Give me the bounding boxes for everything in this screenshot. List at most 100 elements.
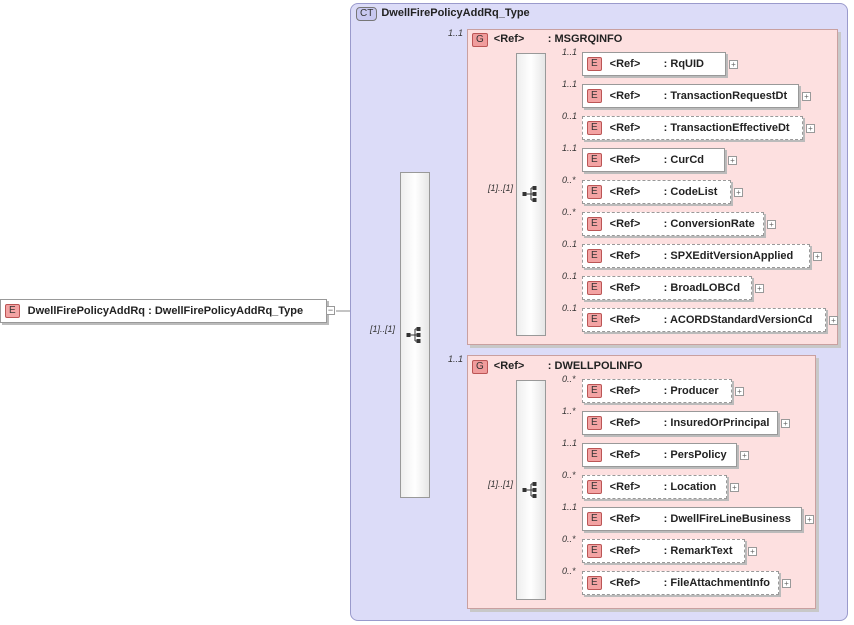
root-element-type: : DwellFirePolicyAddRq_Type [148,305,304,317]
element-cardinality: 0..* [562,470,576,480]
element-tag: E [587,448,602,462]
element-name: : PersPolicy [663,449,727,461]
group-ref: <Ref> [493,360,525,372]
element-ref: <Ref> [609,417,641,429]
element-acordstandardversioncd[interactable]: E<Ref>: ACORDStandardVersionCd [582,308,826,332]
outer-sequence [400,172,430,498]
element-tag: E [587,576,602,590]
element-name: : TransactionRequestDt [663,90,788,102]
expand-icon[interactable]: + [767,220,776,229]
group-title: G<Ref>: DWELLPOLINFO [472,360,643,374]
element-transactionrequestdt[interactable]: E <Ref> : TransactionRequestDt [582,84,799,108]
element-tag: E [5,304,20,318]
element-name: : InsuredOrPrincipal [663,417,770,429]
expand-icon[interactable]: + [781,419,790,428]
element-cardinality: 0..* [562,374,576,384]
element-cardinality: 0..* [562,534,576,544]
element-rquid[interactable]: E <Ref> : RqUID [582,52,726,76]
element-name: : CodeList [663,186,718,198]
root-cardinality: [1]..[1] [370,324,396,334]
element-tag: E [587,416,602,430]
element-name: : Location [663,481,717,493]
element-cardinality: 0..1 [562,303,578,313]
element-remarktext[interactable]: E <Ref> : RemarkText [582,539,745,563]
element-ref: <Ref> [609,545,641,557]
sequence-cardinality: [1]..[1] [488,183,514,193]
group-name: : MSGRQINFO [547,33,623,45]
element-ref: <Ref> [609,90,641,102]
element-tag: E [587,89,602,103]
element-producer[interactable]: E<Ref>: Producer [582,379,732,403]
element-spxeditversionapplied[interactable]: E<Ref>: SPXEditVersionApplied [582,244,810,268]
element-cardinality: 0..* [562,566,576,576]
element-name: : RemarkText [663,545,733,557]
element-name: : TransactionEffectiveDt [663,122,790,134]
element-cardinality: 1..1 [562,438,578,448]
element-perspolicy[interactable]: E <Ref> : PersPolicy [582,443,737,467]
expand-icon[interactable]: + [806,124,815,133]
element-ref: <Ref> [609,385,641,397]
element-ref: <Ref> [609,282,641,294]
element-ref: <Ref> [609,513,641,525]
element-ref: <Ref> [609,122,641,134]
element-name: : DwellFireLineBusiness [663,513,791,525]
element-name: : BroadLOBCd [663,282,741,294]
complex-type-name: DwellFirePolicyAddRq_Type [381,7,530,19]
element-fileattachmentinfo[interactable]: E <Ref> : FileAttachmentInfo [582,571,779,595]
element-curcd[interactable]: E<Ref>: CurCd [582,148,725,172]
element-cardinality: 1..1 [562,79,578,89]
group-ref: <Ref> [493,33,525,45]
element-dwellfirelinebusiness[interactable]: E<Ref>: DwellFireLineBusiness [582,507,802,531]
element-cardinality: 1..1 [562,143,578,153]
element-ref: <Ref> [609,314,641,326]
root-element-name: DwellFirePolicyAddRq [27,305,146,317]
expand-icon[interactable]: + [802,92,811,101]
element-tag: E [587,57,602,71]
element-ref: <Ref> [609,577,641,589]
element-codelist[interactable]: E<Ref>: CodeList [582,180,731,204]
element-transactioneffectivedt[interactable]: E<Ref>: TransactionEffectiveDt [582,116,803,140]
element-name: : RqUID [663,58,704,70]
element-ref: <Ref> [609,250,641,262]
sequence-icon [522,482,537,498]
sequence-icon [522,186,537,202]
group-tag: G [472,360,488,374]
expand-icon[interactable]: + [728,156,737,165]
expand-icon[interactable]: + [729,60,738,69]
expand-icon[interactable]: + [730,483,739,492]
element-conversionrate[interactable]: E<Ref>: ConversionRate [582,212,764,236]
element-name: : FileAttachmentInfo [663,577,771,589]
element-tag: E [587,313,602,327]
sequence-icon [406,327,421,343]
expand-icon[interactable]: + [805,515,814,524]
element-insuredorprincipal[interactable]: E <Ref> : InsuredOrPrincipal [582,411,778,435]
element-cardinality: 0..1 [562,111,578,121]
element-cardinality: 1..1 [562,502,578,512]
element-tag: E [587,480,602,494]
group-sequence [516,53,546,336]
element-ref: <Ref> [609,449,641,461]
expand-icon[interactable]: + [735,387,744,396]
element-cardinality: 0..* [562,175,576,185]
expand-icon[interactable]: + [829,316,838,325]
element-location[interactable]: E<Ref>: Location [582,475,727,499]
element-ref: <Ref> [609,58,641,70]
element-tag: E [587,153,602,167]
expand-icon[interactable]: + [748,547,757,556]
element-name: : CurCd [663,154,704,166]
root-element[interactable]: E DwellFirePolicyAddRq : DwellFirePolicy… [0,299,327,323]
expand-icon[interactable]: + [740,451,749,460]
expand-icon[interactable]: + [782,579,791,588]
expand-icon[interactable]: + [734,188,743,197]
expand-icon[interactable]: + [755,284,764,293]
element-cardinality: 0..1 [562,239,578,249]
expand-icon[interactable]: + [813,252,822,261]
element-broadlobcd[interactable]: E<Ref>: BroadLOBCd [582,276,752,300]
element-tag: E [587,544,602,558]
element-ref: <Ref> [609,218,641,230]
collapse-icon[interactable]: − [326,305,335,315]
element-cardinality: 0..1 [562,271,578,281]
ct-tag: CT [356,7,378,21]
element-tag: E [587,185,602,199]
